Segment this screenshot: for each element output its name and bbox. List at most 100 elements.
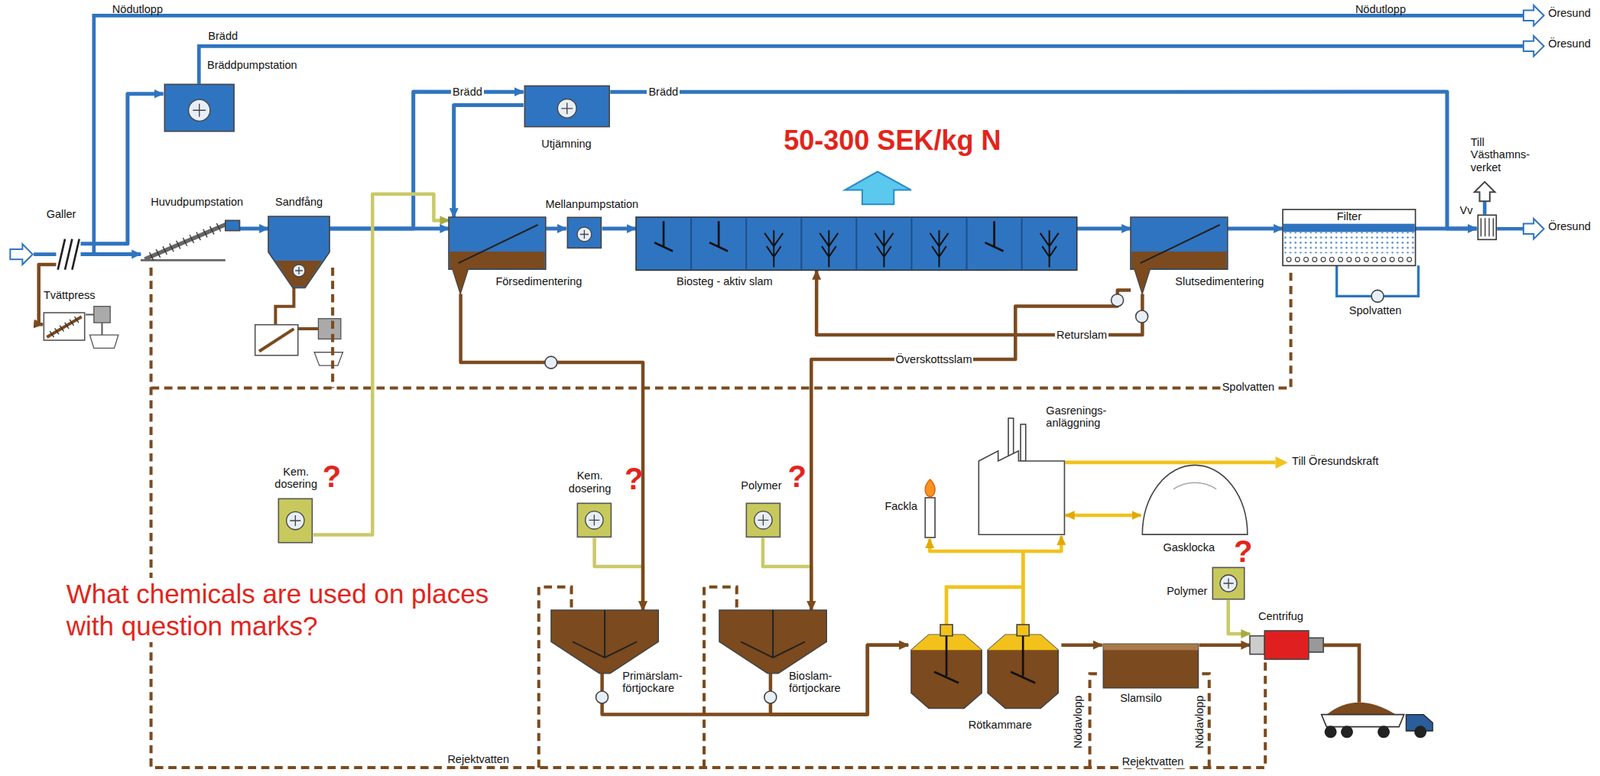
pump-symbol <box>577 227 592 242</box>
outlet-arrow <box>1523 35 1545 57</box>
plain-label: Brädd <box>207 29 238 43</box>
digester-mixer <box>934 636 959 684</box>
plain-label: Rejektvatten <box>1120 755 1186 769</box>
unit-label: Kem. dosering <box>270 465 322 491</box>
process-unit: Primärslam-förtjockare <box>551 610 659 674</box>
grit-pipe <box>275 288 319 329</box>
unit-label: Tvättpress <box>43 288 96 302</box>
pump-symbol <box>286 512 305 530</box>
pump-symbol <box>295 266 303 275</box>
filter-nozzle <box>1312 256 1318 262</box>
press-housing <box>43 312 85 341</box>
pipe <box>1228 600 1251 634</box>
sludge-silo <box>1103 643 1198 688</box>
question-mark: ? <box>322 460 341 492</box>
sand-symbol <box>268 216 330 288</box>
gasplant-symbol <box>977 418 1066 536</box>
filter-nozzle <box>1286 256 1292 262</box>
filter-nozzle <box>1329 256 1334 262</box>
flow-meter-grid <box>1484 218 1486 237</box>
grit-container <box>318 318 341 340</box>
pipe <box>240 227 269 231</box>
question-note: What chemicals are used on places with q… <box>66 577 516 643</box>
centrifuge-drum <box>1265 630 1310 659</box>
process-unit: Sandfång <box>268 216 330 288</box>
pump-symbol <box>1220 574 1237 592</box>
plain-label: Nödavlopp <box>1193 694 1207 750</box>
plain-label: Nödutlopp <box>112 3 163 17</box>
flame <box>924 479 935 497</box>
gas-dome <box>1016 624 1029 637</box>
pipe-label: Returslam <box>1054 328 1109 342</box>
pump-symbol <box>589 514 601 526</box>
dose-symbol <box>1211 566 1246 601</box>
screw-thread <box>74 316 79 323</box>
mixer <box>709 221 728 252</box>
pump-symbol <box>596 691 609 704</box>
filter-nozzle <box>1398 256 1403 262</box>
press-screw <box>46 316 82 338</box>
unit-label: Centrifug <box>1258 610 1304 624</box>
silo-symbol <box>1102 642 1200 689</box>
unit-label: Biosteg - aktiv slam <box>676 275 773 289</box>
centrifuge-inlet <box>1249 636 1265 655</box>
cost-callout: 50-300 SEK/kg N <box>783 124 1001 156</box>
pipe-label: Brädd <box>646 85 680 99</box>
aeration-basin <box>636 217 1078 270</box>
unit-label: Mellanpumpstation <box>545 197 639 211</box>
outlet-arrow <box>1523 218 1545 240</box>
process-unit: Kem. dosering? <box>576 502 613 539</box>
plain-label: Spolvatten <box>1220 380 1277 394</box>
screw-thread <box>155 249 160 258</box>
screw-thread <box>55 327 59 335</box>
unit-label: Slamsilo <box>1119 691 1162 705</box>
dose-symbol <box>745 502 782 539</box>
pipe <box>1227 227 1283 231</box>
pump-symbol <box>192 103 206 117</box>
unit-label: Filter <box>1337 210 1362 224</box>
process-unit: Huvudpumpstation <box>140 216 240 263</box>
dosing-unit <box>1212 567 1244 599</box>
pump-symbol <box>561 102 573 114</box>
pipe <box>1065 513 1142 518</box>
basin-wall <box>855 217 857 270</box>
process-unit: Rötkammare <box>908 624 1062 711</box>
centrifuge-motor <box>1308 637 1324 653</box>
screw-thread <box>169 243 174 253</box>
dosing-unit <box>278 499 312 543</box>
process-unit: Polymer? <box>745 502 782 539</box>
mixer <box>654 221 673 252</box>
truck-trailer <box>1321 714 1405 727</box>
unit-label: Bräddpumpstation <box>207 58 298 72</box>
tank-symbol <box>566 216 603 250</box>
pump-symbol <box>1135 310 1149 323</box>
dose-symbol <box>277 497 314 544</box>
pump-symbol <box>1223 577 1234 588</box>
filter-nozzle <box>1381 256 1386 262</box>
process-unit: Bräddpumpstation <box>163 83 235 133</box>
screw-thread <box>217 223 221 232</box>
sludge-load <box>1326 702 1396 715</box>
process-unit: Centrifug <box>1249 630 1324 659</box>
process-unit: Kem. dosering? <box>277 497 314 544</box>
aerator <box>764 230 783 268</box>
tank <box>567 217 601 248</box>
filter-nozzle <box>1355 256 1360 262</box>
pump-symbol <box>557 98 577 118</box>
screw-thread <box>162 246 167 255</box>
unit-label: Polymer <box>740 479 782 493</box>
process-unit: Försedimentering <box>448 217 546 294</box>
question-mark: ? <box>788 460 807 492</box>
pipe <box>929 538 1023 625</box>
pump-symbol <box>289 515 301 526</box>
pipe <box>602 227 637 231</box>
gas-dome <box>940 624 953 637</box>
pipe <box>816 270 1143 335</box>
flare-stack <box>924 497 935 538</box>
tank-symbol <box>163 83 235 133</box>
dose-symbol <box>576 502 613 539</box>
filter-water <box>1283 223 1416 232</box>
unit-label: Gasklocka <box>1162 541 1215 555</box>
flow-meter-grid <box>1479 218 1481 237</box>
unit-label: Bioslam-förtjockare <box>788 669 866 695</box>
